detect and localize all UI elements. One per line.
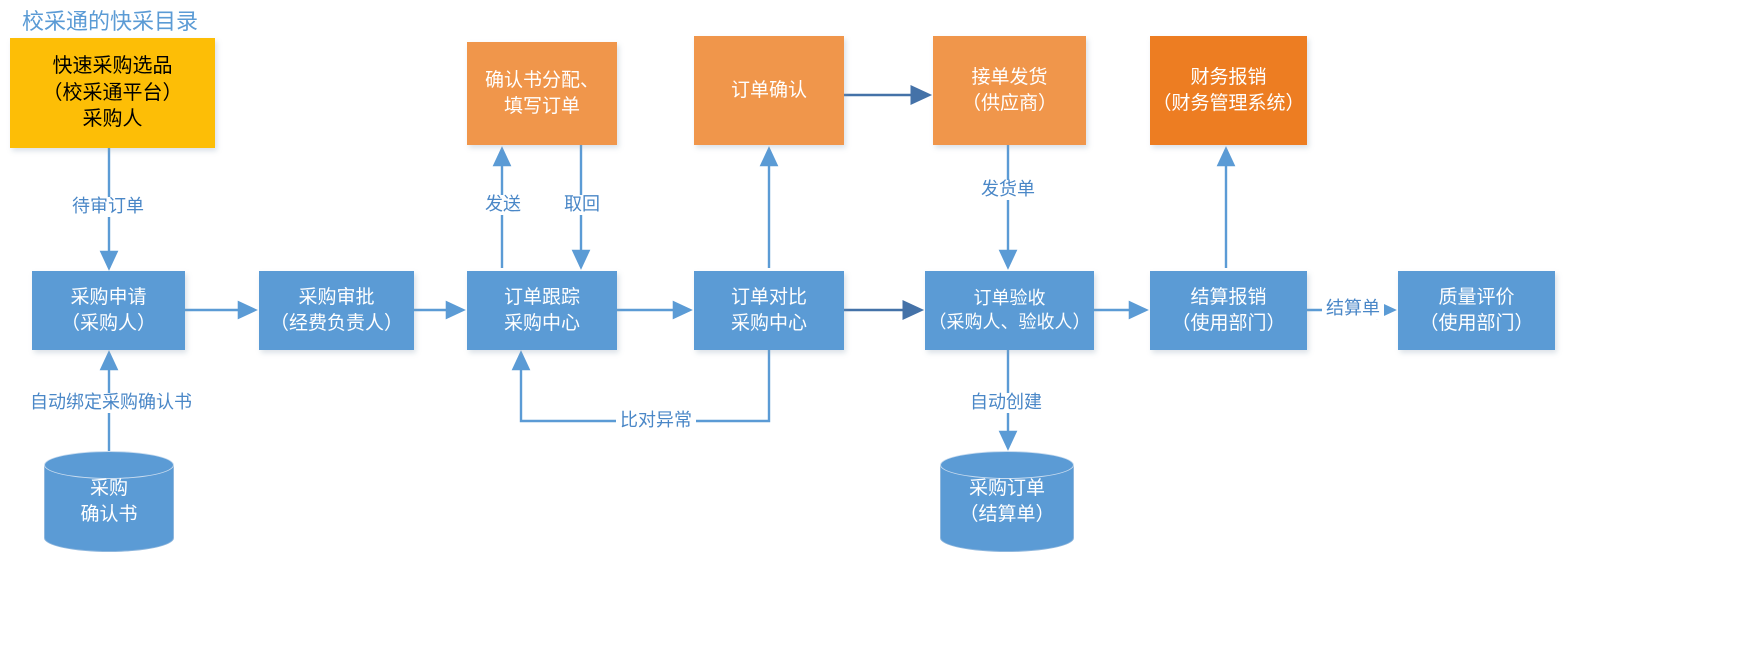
node-order-accept[interactable]: 订单验收 （采购人、验收人） xyxy=(925,271,1094,350)
cylinder-top xyxy=(940,451,1074,479)
node-accept-ship[interactable]: 接单发货 （供应商） xyxy=(933,36,1086,145)
node-quick-purchase[interactable]: 快速采购选品 （校采通平台） 采购人 xyxy=(10,38,215,148)
cylinder-top xyxy=(44,451,174,479)
datastore-purchase-order[interactable]: 采购订单 （结算单） xyxy=(940,451,1074,552)
node-confirm-assign[interactable]: 确认书分配、 填写订单 xyxy=(467,42,617,145)
node-order-compare[interactable]: 订单对比 采购中心 xyxy=(694,271,844,350)
node-settle-reimburse[interactable]: 结算报销 （使用部门） xyxy=(1150,271,1307,350)
node-order-confirm[interactable]: 订单确认 xyxy=(694,36,844,145)
node-quality-eval[interactable]: 质量评价 （使用部门） xyxy=(1398,271,1555,350)
page-title: 校采通的快采目录 xyxy=(22,9,199,34)
edge-label-settlement-note: 结算单 xyxy=(1322,298,1384,319)
datastore-label: 采购订单 （结算单） xyxy=(959,478,1055,525)
node-purchase-approve[interactable]: 采购审批 （经费负责人） xyxy=(259,271,414,350)
edge-label-pending-order: 待审订单 xyxy=(68,196,148,217)
node-finance-reimburse[interactable]: 财务报销 （财务管理系统） xyxy=(1150,36,1307,145)
node-order-track[interactable]: 订单跟踪 采购中心 xyxy=(467,271,617,350)
edge-label-retrieve: 取回 xyxy=(560,194,604,215)
edge-label-send: 发送 xyxy=(481,194,525,215)
edge-label-auto-create: 自动创建 xyxy=(966,392,1046,413)
edge-label-auto-bind: 自动绑定采购确认书 xyxy=(26,392,196,413)
datastore-label: 采购 确认书 xyxy=(80,478,138,525)
node-purchase-apply[interactable]: 采购申请 （采购人） xyxy=(32,271,185,350)
edge-label-delivery-note: 发货单 xyxy=(977,179,1039,200)
datastore-purchase-confirm[interactable]: 采购 确认书 xyxy=(44,451,174,552)
edge-label-compare-abnormal: 比对异常 xyxy=(616,410,696,431)
